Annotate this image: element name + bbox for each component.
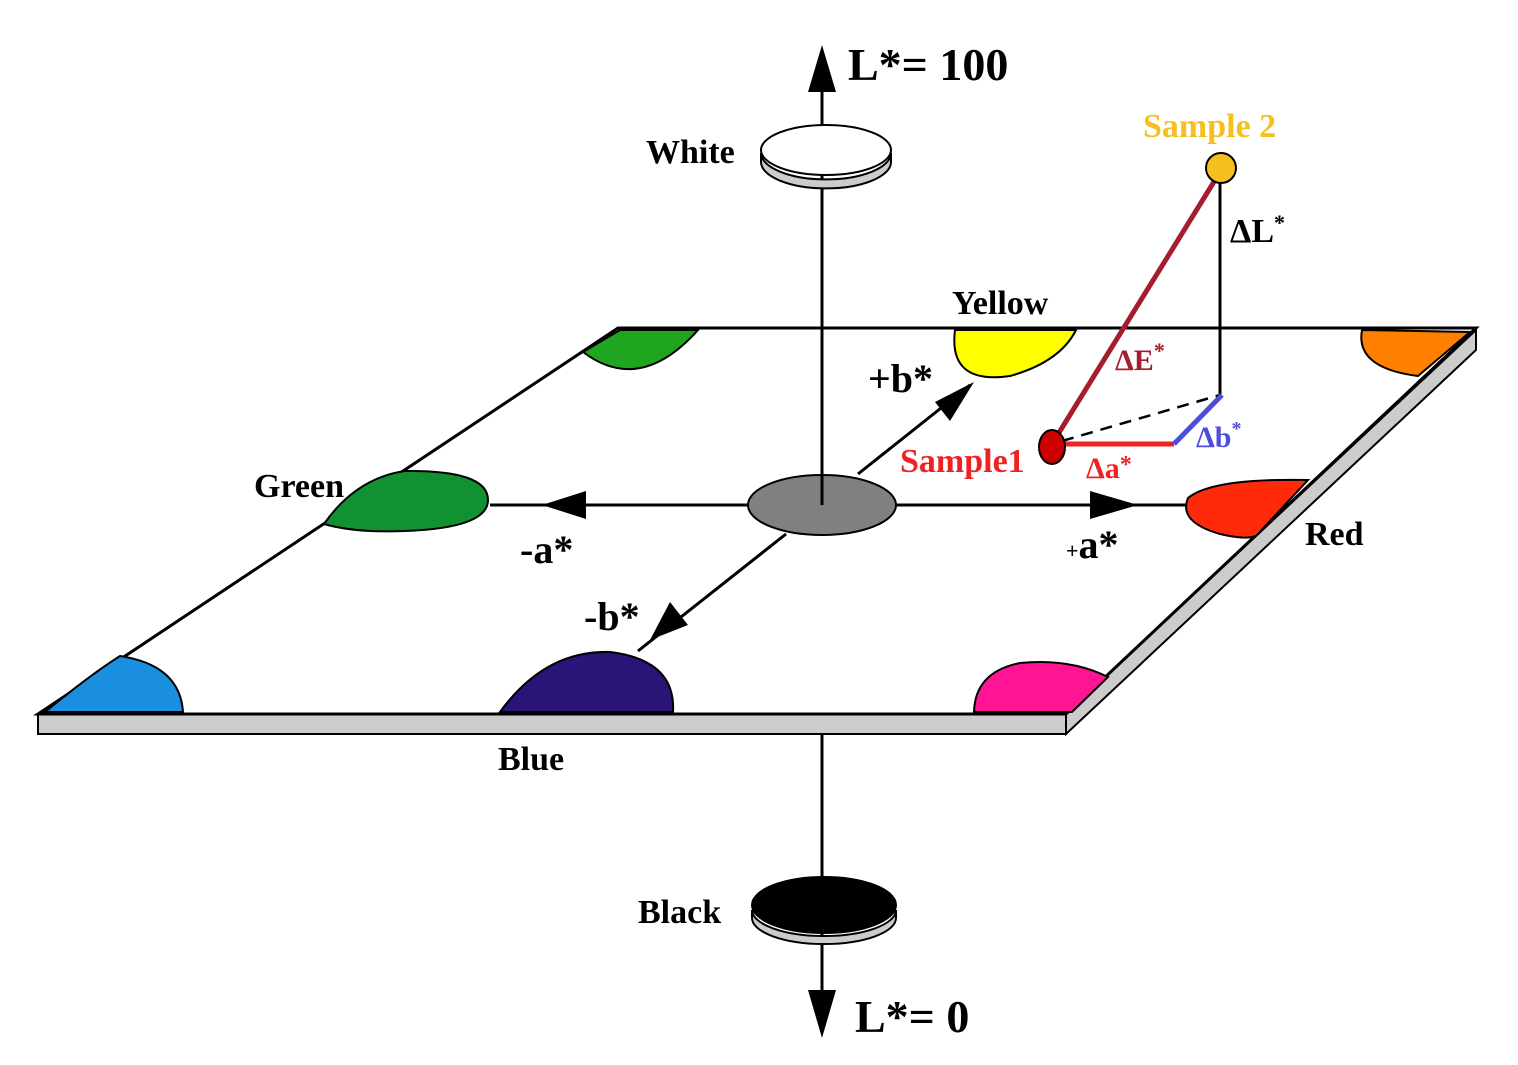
delta-b-line — [1172, 393, 1224, 446]
delta-b-text: Δb — [1196, 421, 1232, 454]
delta-a-star: * — [1120, 452, 1132, 478]
minus-b-arrowhead — [650, 602, 688, 640]
l-bottom-label: L*= 0 — [855, 991, 969, 1042]
sample2-point — [1205, 152, 1237, 184]
plus-b-label: +b* — [868, 356, 933, 401]
green-label: Green — [254, 468, 344, 505]
delta-b-label: Δb* — [1196, 418, 1242, 454]
black-disc — [751, 876, 897, 945]
plus-b-arrowhead — [935, 382, 974, 421]
dashed-projection-line — [1061, 393, 1221, 443]
delta-e-line — [1049, 170, 1223, 446]
minus-b-label: -b* — [584, 594, 640, 639]
white-label: White — [646, 134, 735, 171]
delta-l-text: ΔL — [1230, 213, 1274, 250]
orange-patch — [1360, 328, 1473, 378]
minus-a-label: -a* — [520, 527, 573, 572]
magenta-patch — [972, 660, 1110, 713]
blue-patch — [42, 654, 185, 713]
delta-a-label: Δa* — [1086, 452, 1132, 485]
l-axis-down-arrow — [808, 990, 836, 1038]
indigo-patch — [498, 650, 675, 713]
plate-top — [33, 326, 1480, 716]
delta-l-label: ΔL* — [1230, 210, 1285, 250]
plate-front-edge — [37, 713, 1067, 735]
l-top-label: L*= 100 — [848, 39, 1008, 90]
delta-e-label: ΔE* — [1115, 338, 1165, 377]
green-top-patch — [581, 329, 701, 371]
plus-a-text: a* — [1079, 522, 1119, 567]
red-label: Red — [1305, 516, 1364, 553]
delta-l-star: * — [1274, 210, 1285, 235]
yellow-patch — [953, 329, 1078, 379]
delta-e-text: ΔE — [1115, 344, 1154, 377]
sample1-point — [1038, 429, 1066, 465]
black-label: Black — [638, 894, 721, 931]
delta-b-star: * — [1232, 418, 1242, 440]
sample1-label: Sample1 — [900, 443, 1025, 480]
plus-a-arrowhead — [1090, 491, 1138, 519]
l-axis-up-arrow — [808, 45, 836, 92]
plus-a-sign: + — [1066, 538, 1079, 563]
white-disc — [760, 124, 892, 190]
plus-a-label: +a* — [1066, 522, 1119, 567]
minus-a-arrowhead — [542, 491, 586, 519]
green-patch — [322, 469, 490, 533]
yellow-label: Yellow — [952, 285, 1049, 322]
blue-label: Blue — [498, 741, 564, 778]
sample2-label: Sample 2 — [1143, 108, 1276, 145]
delta-e-star: * — [1154, 338, 1165, 363]
delta-a-text: Δa — [1086, 452, 1120, 485]
red-patch — [1185, 478, 1311, 539]
